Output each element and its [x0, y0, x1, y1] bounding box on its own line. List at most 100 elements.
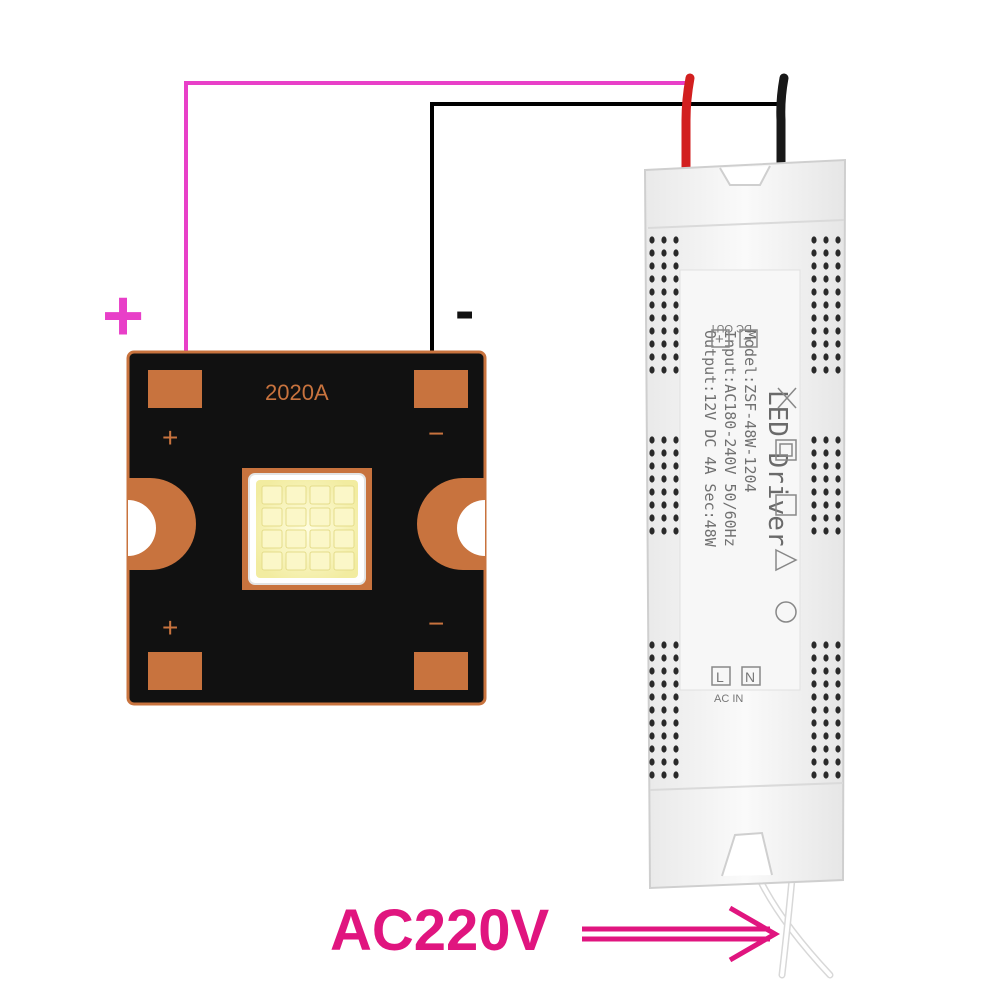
weee-icon [777, 387, 797, 409]
vent-hole [835, 366, 841, 374]
vent-hole [823, 771, 829, 779]
vent-hole [673, 706, 679, 714]
pad-plus-top [148, 370, 202, 408]
vent-hole [835, 527, 841, 535]
vent-hole [835, 327, 841, 335]
vent-hole [811, 514, 817, 522]
vent-hole [661, 353, 667, 361]
vent-hole [811, 667, 817, 675]
vent-hole [823, 462, 829, 470]
led-board: 2020A + − + − [126, 350, 487, 706]
vent-hole [835, 667, 841, 675]
vent-hole [649, 693, 655, 701]
vent-hole [649, 706, 655, 714]
vent-hole [811, 340, 817, 348]
vent-hole [835, 732, 841, 740]
vent-hole [673, 667, 679, 675]
positive-label: + [102, 276, 144, 356]
vent-hole [835, 641, 841, 649]
vent-hole [823, 732, 829, 740]
dc-plus-box [711, 329, 730, 348]
vent-hole [649, 514, 655, 522]
vent-hole [835, 462, 841, 470]
vent-hole [835, 301, 841, 309]
vent-hole [673, 366, 679, 374]
vent-hole [661, 758, 667, 766]
vent-hole [673, 288, 679, 296]
vent-hole [661, 327, 667, 335]
vent-hole [811, 475, 817, 483]
vent-hole [661, 236, 667, 244]
vent-hole [835, 475, 841, 483]
vent-hole [661, 745, 667, 753]
vent-hole [661, 436, 667, 444]
vent-hole [823, 706, 829, 714]
vent-hole [649, 436, 655, 444]
safety-icon [775, 494, 797, 516]
vent-hole [661, 501, 667, 509]
vent-hole [661, 462, 667, 470]
vent-hole [661, 488, 667, 496]
vent-hole [649, 262, 655, 270]
vent-hole [823, 475, 829, 483]
negative-wire [430, 102, 780, 375]
vent-hole [811, 527, 817, 535]
dc-plus-sign: + [715, 331, 724, 348]
pad-plus-bottom [148, 652, 202, 690]
pad-minus-bottom [414, 652, 468, 690]
vent-hole [661, 249, 667, 257]
vent-hole [835, 353, 841, 361]
vent-hole [661, 654, 667, 662]
vent-hole [811, 654, 817, 662]
dc-minus-sign: − [743, 331, 752, 348]
vent-hole [649, 314, 655, 322]
vent-hole [823, 366, 829, 374]
vent-hole [823, 641, 829, 649]
vent-hole [835, 693, 841, 701]
pad-minus-top [414, 370, 468, 408]
vent-hole [661, 275, 667, 283]
vent-hole [673, 758, 679, 766]
vent-hole [811, 275, 817, 283]
double-insulation-icon [775, 439, 797, 461]
led-cell [309, 507, 331, 527]
vent-hole [811, 436, 817, 444]
vent-hole [811, 236, 817, 244]
led-cell [333, 529, 355, 549]
vent-hole [673, 641, 679, 649]
positive-wire [184, 81, 690, 375]
vent-hole [649, 641, 655, 649]
vent-hole [811, 732, 817, 740]
vent-hole [835, 249, 841, 257]
vent-hole [673, 353, 679, 361]
vent-hole [835, 262, 841, 270]
vent-hole [823, 262, 829, 270]
vent-hole [811, 488, 817, 496]
vent-hole [649, 462, 655, 470]
dc-minus-box [739, 329, 758, 348]
vent-hole [661, 641, 667, 649]
vent-hole [661, 475, 667, 483]
led-cell [261, 507, 283, 527]
vent-hole [811, 641, 817, 649]
vent-hole [649, 654, 655, 662]
ac-in-label: AC IN [714, 693, 743, 705]
vent-hole [823, 275, 829, 283]
vent-hole [649, 288, 655, 296]
vent-hole [835, 680, 841, 688]
vent-hole [673, 654, 679, 662]
vent-hole [673, 527, 679, 535]
vent-hole [823, 249, 829, 257]
vent-hole [835, 719, 841, 727]
vent-hole [649, 667, 655, 675]
vent-hole [661, 514, 667, 522]
board-minus-bottom-sign: − [428, 608, 444, 639]
vent-hole [823, 527, 829, 535]
ac-n-box [741, 666, 761, 686]
f-mark-icon [775, 548, 798, 572]
vent-hole [823, 745, 829, 753]
vent-hole [823, 667, 829, 675]
vent-hole [835, 654, 841, 662]
vent-hole [673, 745, 679, 753]
